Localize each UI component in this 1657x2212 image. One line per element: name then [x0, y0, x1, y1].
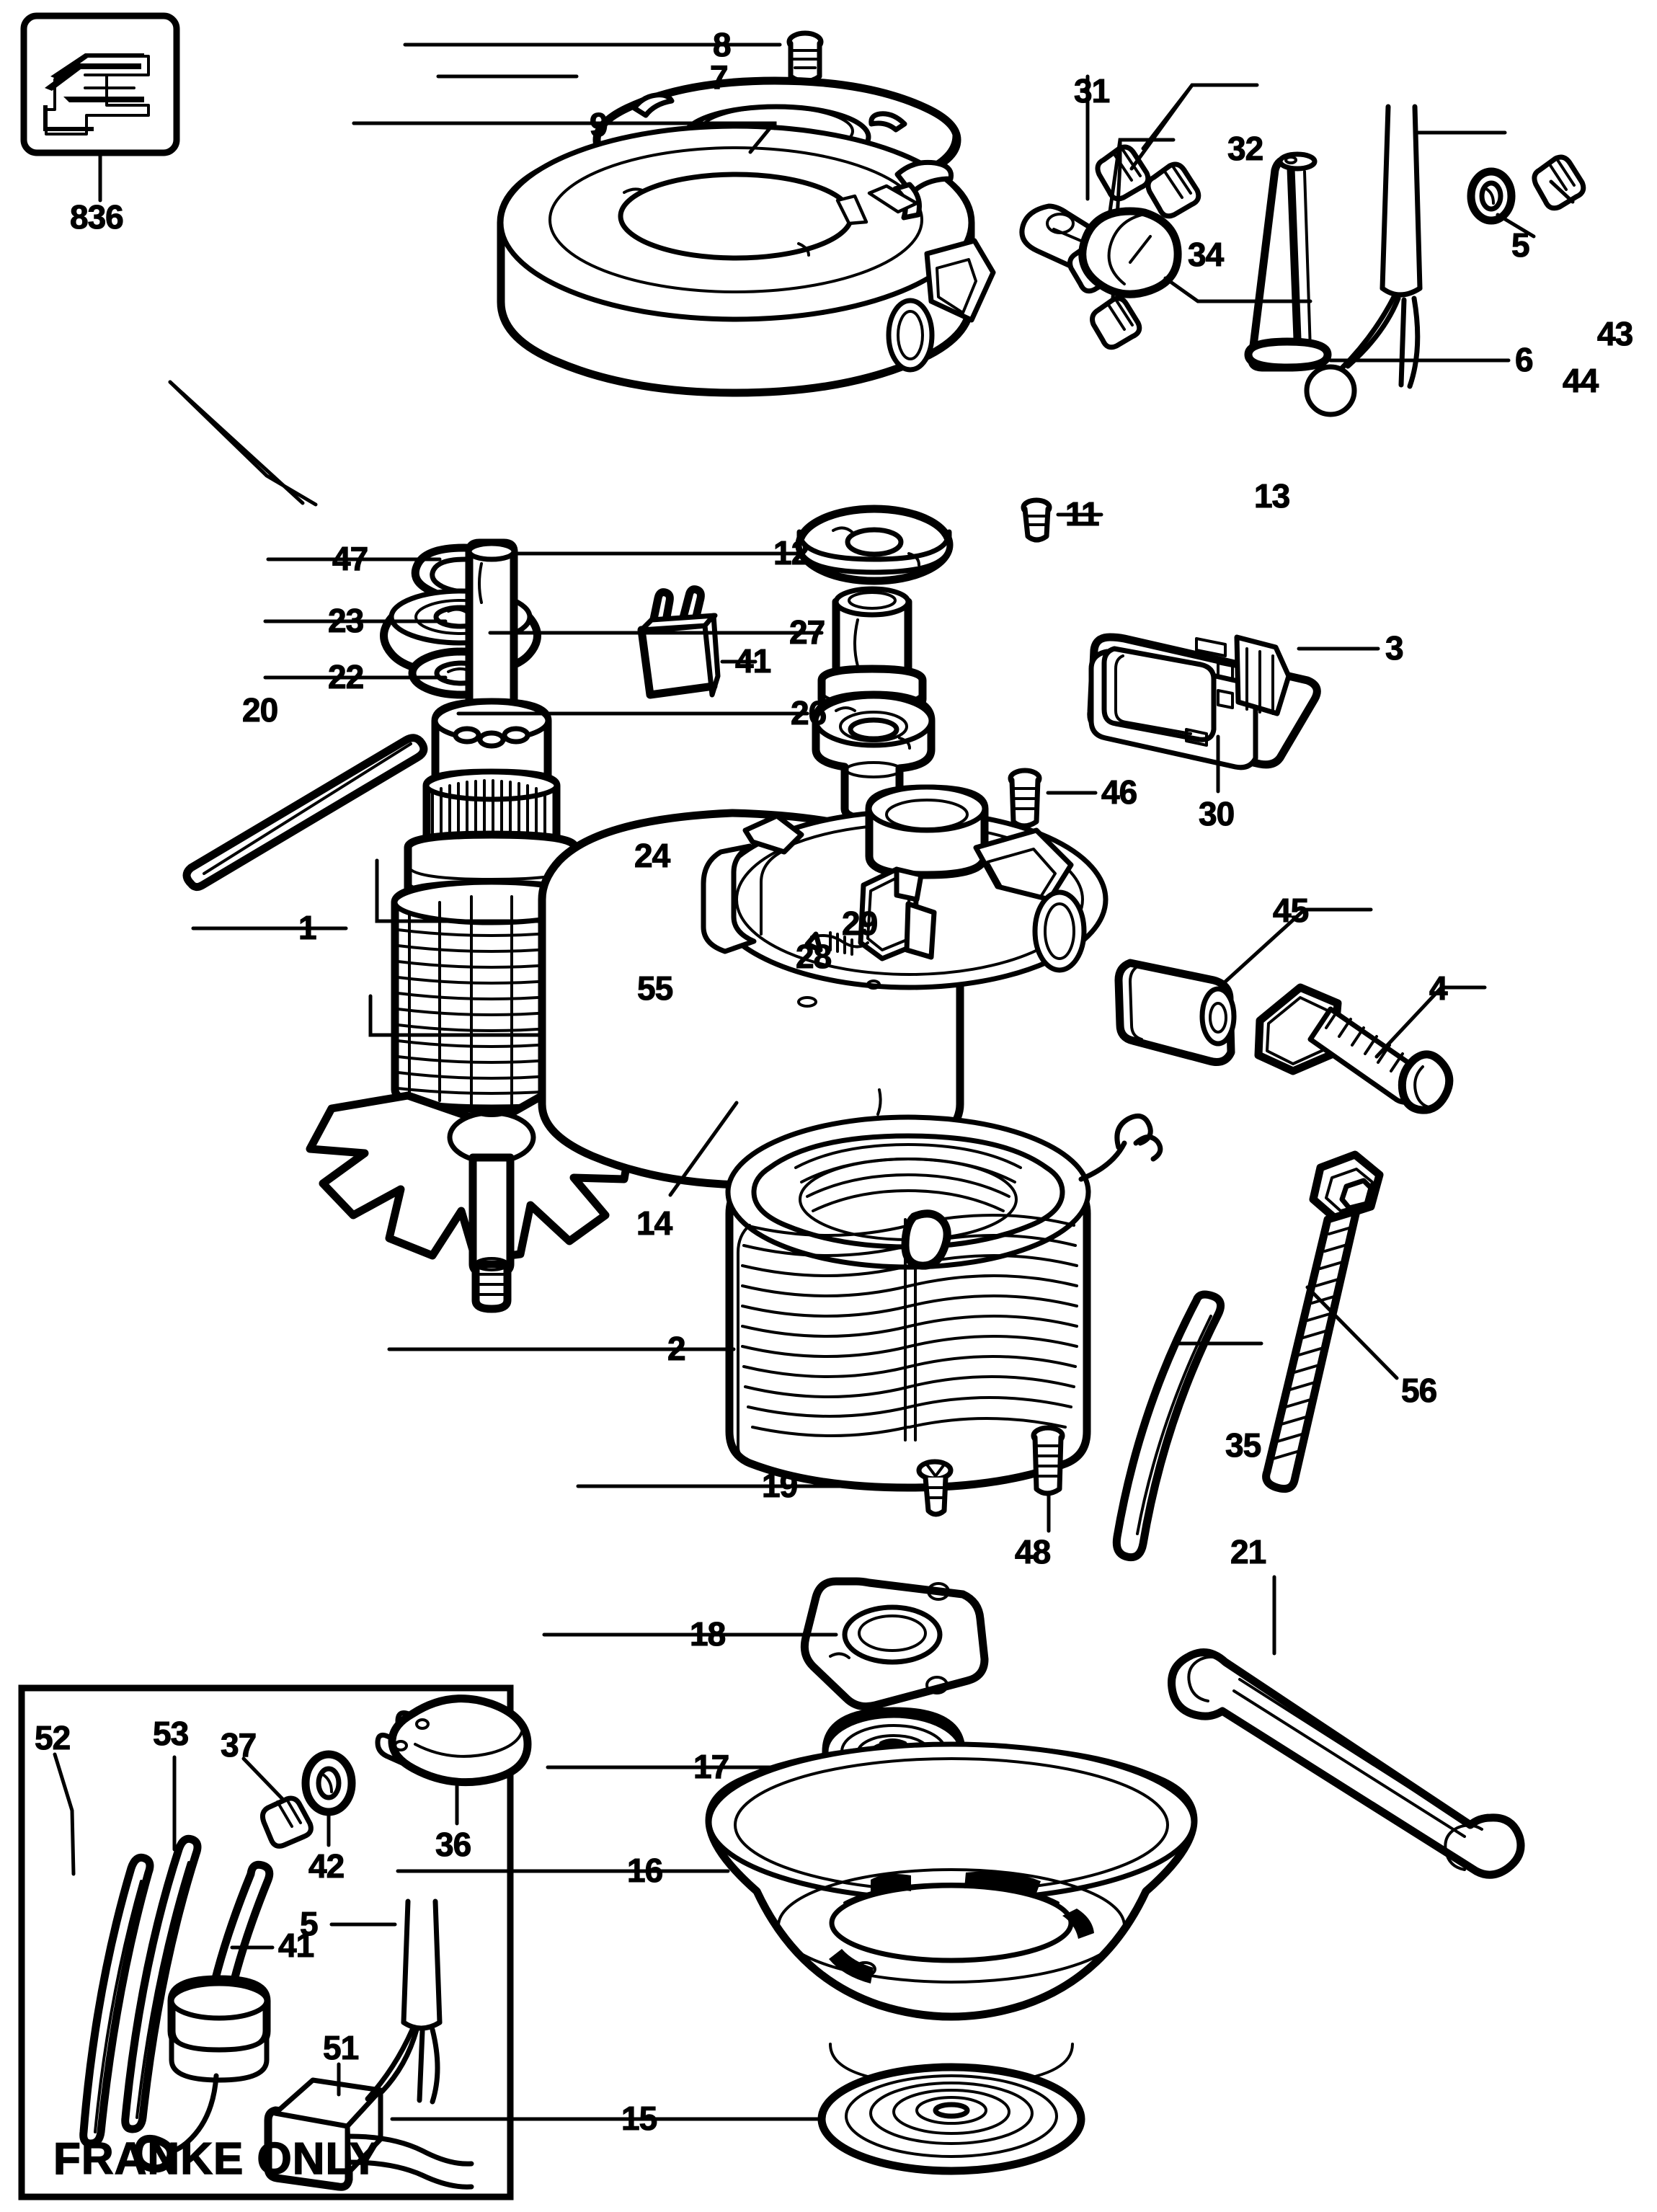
- callout-47: 47: [332, 540, 368, 577]
- terminal-connector-41: [637, 585, 758, 699]
- callout-35: 35: [1225, 1426, 1261, 1464]
- callout-32: 32: [1227, 130, 1263, 167]
- power-cord-lead-5-franke: [329, 1898, 443, 2105]
- callout-1: 1: [298, 909, 317, 946]
- clamp-strap-36: [375, 1694, 532, 1826]
- bearing-seat-26: [456, 690, 936, 823]
- callout-41: 41: [734, 642, 771, 680]
- callout-52: 52: [34, 1719, 71, 1756]
- motor-housing-9: [352, 121, 996, 397]
- cord-guard-sleeve-35: [1112, 1290, 1263, 1562]
- franke-only-box: [18, 1684, 532, 2200]
- inset-836-group: [20, 12, 180, 203]
- seal-gasket-15: [390, 2063, 1085, 2175]
- callout-836: 836: [69, 198, 124, 236]
- screw-43: [1532, 154, 1586, 211]
- callout-14: 14: [636, 1204, 672, 1242]
- screw-8: [403, 30, 824, 84]
- screw-11: [1021, 497, 1103, 543]
- callout-18: 18: [689, 1615, 726, 1653]
- callout-20: 20: [241, 691, 278, 729]
- callout-29: 29: [841, 905, 878, 942]
- rod-pin-20: [168, 380, 428, 892]
- callout-30: 30: [1198, 795, 1235, 832]
- callout-26: 26: [790, 694, 827, 732]
- callout-5-franke: 5: [299, 1905, 319, 1942]
- callout-2: 2: [667, 1330, 686, 1367]
- power-cord-lead-5: [1304, 104, 1507, 417]
- carbon-brush-4: [1254, 983, 1487, 1114]
- callout-24: 24: [634, 837, 670, 874]
- callout-8: 8: [712, 26, 732, 63]
- screws-32: [1095, 83, 1259, 219]
- callout-19: 19: [761, 1467, 798, 1504]
- washer-42: [301, 1750, 356, 1847]
- callout-28: 28: [795, 938, 832, 975]
- callout-51: 51: [322, 2029, 359, 2066]
- callout-56: 56: [1400, 1372, 1437, 1409]
- callout-7: 7: [709, 58, 729, 96]
- sleeve-tube-52: [53, 1752, 154, 2148]
- callout-13: 13: [1253, 477, 1290, 515]
- callout-23: 23: [327, 602, 364, 639]
- field-housing-14: [538, 784, 1109, 1197]
- brush-cap-45: [1114, 907, 1373, 1066]
- callout-15: 15: [621, 2100, 657, 2137]
- open-end-wrench-21: [1168, 1575, 1525, 1879]
- callout-17: 17: [693, 1748, 729, 1785]
- callout-43: 43: [1596, 315, 1633, 352]
- cable-tie-56: [1262, 1150, 1399, 1493]
- sleeve-tube-53: [121, 1755, 202, 2133]
- brush-holder-spring-28: [804, 931, 869, 956]
- callout-3: 3: [1385, 629, 1404, 667]
- screw-46: [1008, 768, 1098, 829]
- screw-48: [1031, 1425, 1065, 1533]
- motor-bowl-housing-16: [396, 1741, 1198, 2086]
- callout-34: 34: [1187, 236, 1224, 273]
- callout-5: 5: [1511, 226, 1530, 264]
- callout-53: 53: [152, 1715, 189, 1752]
- callout-27: 27: [788, 613, 825, 651]
- callout-6: 6: [1514, 341, 1534, 378]
- callout-36: 36: [435, 1826, 471, 1863]
- field-coil-stator-2: [387, 1113, 1163, 1492]
- suppressor-capacitor-41: [134, 1860, 275, 2173]
- bearing-plate-18: [542, 1577, 989, 1711]
- franke-only-caption: FRANKE ONLY: [53, 2133, 381, 2184]
- callout-12: 12: [773, 534, 809, 572]
- callout-4: 4: [1429, 969, 1448, 1007]
- brush-holder-29: [858, 866, 937, 961]
- cord-sleeve-6: [1244, 151, 1511, 372]
- flange-plate-12: [448, 505, 954, 585]
- callout-48: 48: [1014, 1533, 1051, 1571]
- callout-9: 9: [589, 106, 608, 143]
- callout-42: 42: [308, 1847, 345, 1885]
- callout-22: 22: [327, 658, 364, 696]
- screw-19: [576, 1459, 954, 1517]
- callout-37: 37: [220, 1726, 257, 1764]
- plug-cap-13: [1078, 207, 1312, 303]
- callout-41-franke: 41: [277, 1927, 314, 1964]
- callout-45: 45: [1272, 892, 1309, 929]
- washer-44: [1467, 167, 1536, 239]
- terminal-block-51: [264, 2062, 474, 2191]
- callout-21: 21: [1230, 1533, 1266, 1571]
- screw-37: [241, 1756, 314, 1849]
- switch-assembly-3: [1087, 633, 1380, 794]
- callout-46: 46: [1101, 773, 1137, 811]
- callout-16: 16: [626, 1852, 663, 1889]
- callout-55: 55: [636, 969, 673, 1007]
- callout-11: 11: [1065, 495, 1100, 533]
- callout-44: 44: [1562, 362, 1599, 399]
- callout-31: 31: [1073, 72, 1110, 110]
